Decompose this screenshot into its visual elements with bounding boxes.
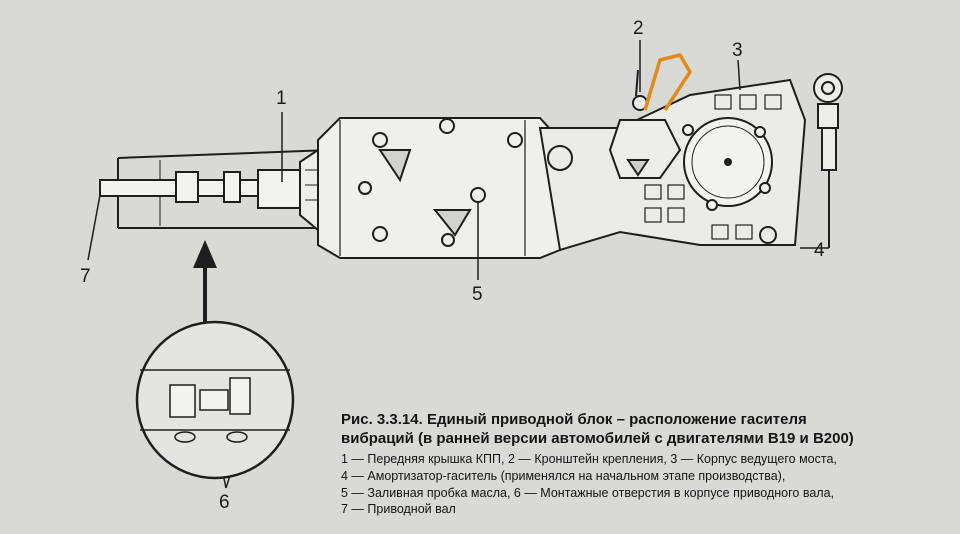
callout-7: 7: [80, 266, 91, 287]
arrow-up-icon: [193, 240, 217, 322]
caption-title-line-2: вибраций (в ранней версии автомобилей с …: [341, 430, 854, 447]
drive-shaft: [99, 169, 301, 209]
callout-2: 2: [633, 18, 644, 39]
figure-caption: Рис. 3.3.14. Единый приводной блок – рас…: [341, 410, 951, 518]
callout-6: 6: [219, 492, 230, 513]
damper: [813, 73, 843, 248]
callout-4: 4: [814, 240, 825, 261]
legend-line: 4 — Амортизатор-гаситель (применялся на …: [341, 468, 786, 483]
legend-line: 1 — Передняя крышка КПП, 2 — Кронштейн к…: [341, 452, 837, 466]
final-drive-cover: [682, 117, 773, 211]
legend-line: 5 — Заливная пробка масла, 6 — Монтажные…: [341, 485, 835, 500]
oil-filler-plug: [470, 187, 486, 203]
gearbox-housing: [317, 117, 561, 259]
caption-title: Рис. 3.3.14. Единый приводной блок – рас…: [341, 410, 951, 448]
detail-inset: [135, 320, 295, 480]
callout-3: 3: [732, 40, 743, 61]
callout-5: 5: [472, 284, 483, 305]
mounting-bracket: [608, 69, 682, 179]
bracket-highlight: [643, 53, 692, 111]
legend-line: 7 — Приводной вал: [341, 502, 456, 517]
callout-1: 1: [276, 88, 287, 109]
caption-title-line-1: Рис. 3.3.14. Единый приводной блок – рас…: [341, 411, 807, 428]
